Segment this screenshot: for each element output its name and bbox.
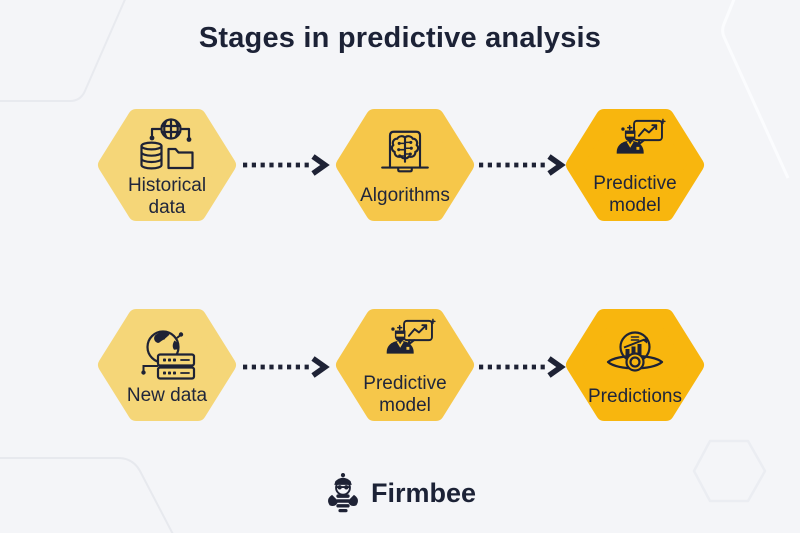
- step-label: Predictive model: [363, 373, 447, 416]
- step-predictive-model-1: Predictive model: [565, 105, 705, 225]
- new-data-icon: [141, 330, 196, 380]
- step-predictive-model-2: Predictive model: [335, 305, 475, 425]
- predictive-model-icon: [386, 318, 436, 354]
- step-label: Algorithms: [360, 184, 450, 206]
- step-historical-data: Historical data: [97, 105, 237, 225]
- dotted-arrow-icon: [243, 154, 330, 176]
- step-label: New data: [126, 384, 208, 406]
- predictive-model-icon: [616, 118, 666, 154]
- historical-data-icon: [140, 118, 194, 170]
- footer-brand: Firmbee: [0, 471, 800, 515]
- step-new-data: New data: [97, 305, 237, 425]
- brand-name: Firmbee: [370, 477, 477, 508]
- hexagon-shape: [336, 309, 474, 421]
- step-label: Predictive model: [593, 173, 677, 216]
- dotted-arrow-icon: [479, 154, 566, 176]
- step-predictions: Predictions: [565, 305, 705, 425]
- algorithms-icon: [381, 130, 429, 173]
- step-label: Predictions: [588, 385, 682, 407]
- bee-icon: [327, 473, 358, 513]
- dotted-arrow-icon: [479, 356, 566, 378]
- step-label: Historical data: [127, 175, 207, 218]
- hexagon-shape: [566, 109, 704, 221]
- hexagon-shape: [336, 109, 474, 221]
- step-algorithms: Algorithms: [335, 105, 475, 225]
- predictions-icon: [606, 331, 664, 372]
- dotted-arrow-icon: [243, 356, 330, 378]
- page-title: Stages in predictive analysis: [198, 22, 602, 54]
- hexagon-shape: [98, 109, 236, 221]
